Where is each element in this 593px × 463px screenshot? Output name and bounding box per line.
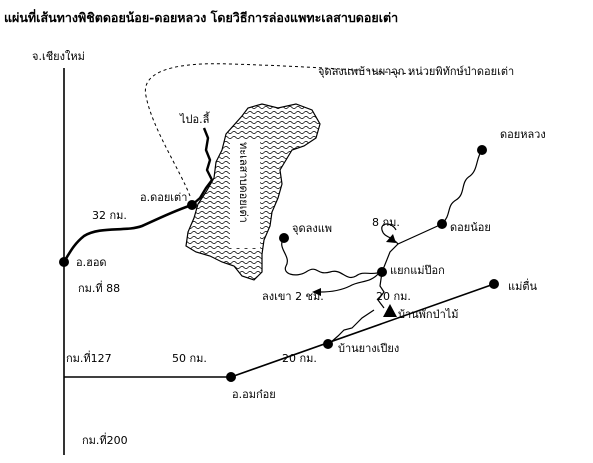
label-20km-b: 20 กม. [282,352,317,365]
label-hod: อ.ฮอด [76,256,107,269]
road-omkoi-mae-tuen [230,283,495,378]
road-hod-doi-tao [62,203,193,263]
forest-station-marker [383,304,397,317]
dot-doi-luang [477,145,487,155]
trail-raft-point-mae-pok [281,237,383,278]
label-doi-tao: อ.ดอยเต่า [140,191,187,204]
label-chiang-mai: จ.เชียงใหม่ [32,50,85,63]
dot-yaek-mae-pok [377,267,387,277]
label-doi-luang: ดอยหลวง [500,128,546,141]
trail-down-arrow [319,271,381,293]
trail-yang-piang-ban-phak [329,309,375,344]
label-ban-yang-piang: บ้านยางเปียง [338,342,399,355]
dot-ban-yang-piang [323,339,333,349]
up-arrow-head [386,234,396,243]
dot-mae-tuen [489,279,499,289]
label-down-2hr: ลงเขา 2 ชม. [262,290,324,303]
label-to-li: ไปอ.ลี้ [179,111,210,126]
label-raft-point: จุดลงแพ [292,222,332,235]
label-km200: กม.ที่200 [82,432,128,447]
label-omkoi: อ.อมก๋อย [232,388,276,401]
dot-omkoi [226,372,236,382]
label-ban-phak: บ้านพักป่าไม้ [398,308,459,321]
dot-hod [59,257,69,267]
dot-doi-tao [187,200,197,210]
label-yaek-mae-pok: แยกแม่ป๊อก [390,264,445,277]
label-raft-unload: จุดลงแพบ้านผาจุก หน่วยพิทักษ์ป่าดอยเต่า [318,65,514,78]
dot-doi-noi [437,219,447,229]
down-arrow-head [312,288,321,296]
label-32km: 32 กม. [92,209,127,222]
label-doi-noi: ดอยน้อย [450,221,491,234]
label-20km-a: 20 กม. [376,290,411,303]
label-km127: กม.ที่127 [66,350,112,365]
label-mae-tuen: แม่ตื่น [508,278,537,293]
road-to-li [191,127,214,206]
dot-raft-point [279,233,289,243]
lake-label: ทะเลสาบดอยเต่า [237,142,250,223]
map-title: แผ่นที่เส้นทางพิชิตดอยน้อย-ดอยหลวง โดยวิ… [4,9,398,25]
label-8km: 8 กม. [372,216,400,229]
trail-ban-phak-mae-pok [377,271,385,309]
label-50km: 50 กม. [172,352,207,365]
trail-doi-noi-doi-luang [441,149,483,225]
label-km88: กม.ที่ 88 [78,280,120,295]
lake-label-backdrop [230,140,260,248]
